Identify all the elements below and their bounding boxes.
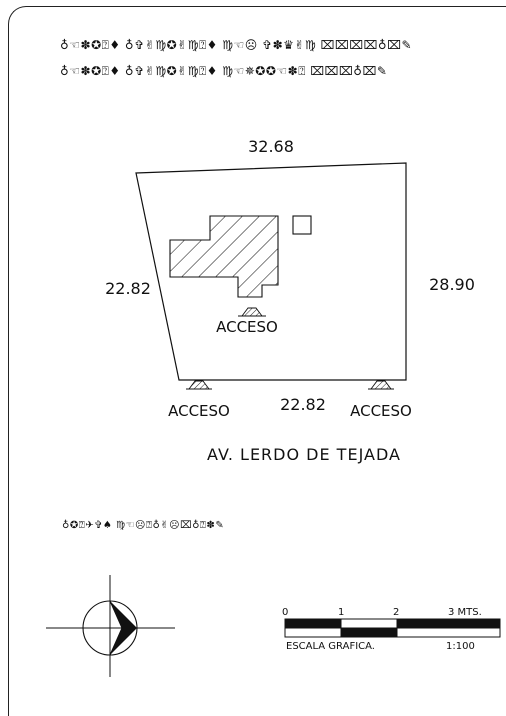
scale-tick-0: 0	[282, 607, 288, 618]
street-name-label: AV. LERDO DE TEJADA	[207, 445, 401, 464]
graphic-scale-bar	[284, 618, 501, 638]
bottom-dimension-label: 22.82	[280, 395, 326, 414]
header-line-2: ♁☜✽✪⍰♦ ♁✞✌♍✪✌♍⍰♦ ♍☜✵✪✪☜✽⍰ ⌧⌧⌧♁⌧✎	[60, 64, 387, 78]
lot-boundary	[135, 162, 407, 381]
sheet-border	[8, 6, 506, 716]
legend-note: ♁✪⍰✈✞♠ ♍☜☹⍰♁✌☹⌧♁⍰✽✎	[62, 519, 224, 531]
scale-tick-2: 2	[393, 607, 399, 618]
access-center-label: ACCESO	[216, 318, 278, 336]
access-left-icon	[188, 380, 210, 390]
north-arrow-icon	[46, 575, 175, 677]
access-left-label: ACCESO	[168, 402, 230, 420]
scale-label: ESCALA GRAFICA.	[286, 641, 375, 652]
access-right-label: ACCESO	[350, 402, 412, 420]
top-dimension-label: 32.68	[248, 137, 294, 156]
right-dimension-label: 28.90	[429, 275, 475, 294]
small-structure	[292, 215, 312, 235]
header-line-1: ♁☜✽✪⍰♦ ♁✞✌♍✪✌♍⍰♦ ♍☜☹ ✞✽♛✌♍ ⌧⌧⌧⌧♁⌧✎	[60, 38, 412, 52]
access-center-icon	[241, 307, 263, 317]
building-footprint	[169, 215, 279, 298]
scale-ratio: 1:100	[446, 641, 475, 652]
scale-tick-3: 3 MTS.	[448, 607, 482, 618]
scale-tick-1: 1	[338, 607, 344, 618]
left-dimension-label: 22.82	[105, 279, 151, 298]
access-right-icon	[370, 380, 392, 390]
